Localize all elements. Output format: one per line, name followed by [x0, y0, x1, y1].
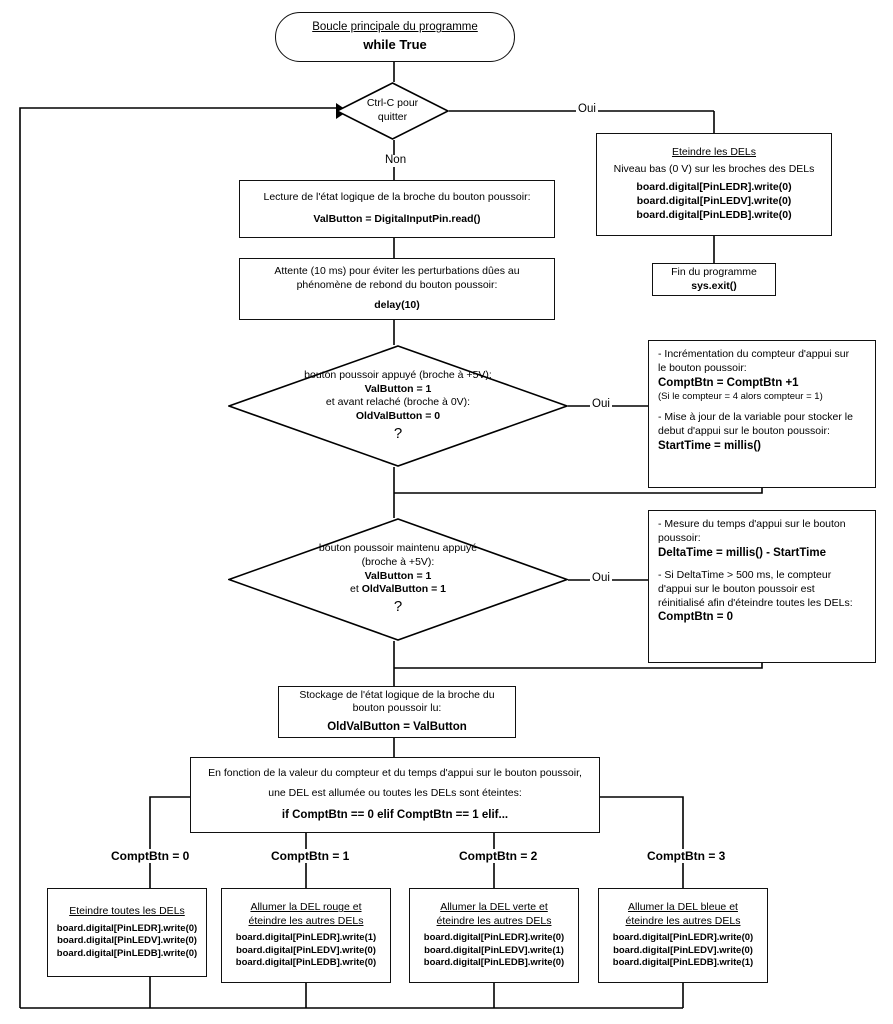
branch-label-comptbtn-3: ComptBtn = 3 — [644, 849, 729, 863]
node-decision-button-pressed[interactable]: bouton poussoir appuyé (broche à +5V): V… — [228, 345, 568, 467]
decision-pressed-code-1: ValButton = 1 — [364, 382, 432, 395]
decision-held-code-2: OldValButton = 1 — [361, 583, 446, 596]
measure-line-5: réinitialisé afin d'éteindre toutes les … — [658, 596, 853, 609]
branch-1-code-1: board.digital[PinLEDR].write(1) — [235, 932, 377, 944]
branch-0-code-2: board.digital[PinLEDV].write(0) — [57, 935, 197, 947]
branch-label-comptbtn-0: ComptBtn = 0 — [108, 849, 193, 863]
dispatch-line-1: En fonction de la valeur du compteur et … — [208, 766, 582, 779]
branch-3-code-1: board.digital[PinLEDR].write(0) — [612, 932, 754, 944]
node-end-program[interactable]: Fin du programme sys.exit() — [652, 263, 776, 296]
increment-line-1: - Incrémentation du compteur d'appui sur — [658, 348, 850, 360]
branch-3-title-line-2: éteindre les autres DELs — [625, 915, 741, 928]
decision-held-code-1: ValButton = 1 — [364, 569, 432, 582]
increment-code-1: ComptBtn = ComptBtn +1 — [658, 376, 799, 389]
branch-1-title-line-2: éteindre les autres DELs — [248, 915, 364, 928]
branch-2-code-1: board.digital[PinLEDR].write(0) — [423, 932, 565, 944]
branch-label-comptbtn-2: ComptBtn = 2 — [456, 849, 541, 863]
branch-1-code-2: board.digital[PinLEDV].write(0) — [236, 944, 376, 956]
node-increment-counter[interactable]: - Incrémentation du compteur d'appui sur… — [648, 340, 876, 488]
decision-held-question-mark: ? — [393, 598, 403, 616]
measure-line-3: - Si DeltaTime > 500 ms, le compteur — [658, 568, 832, 581]
ctrl-c-line2: quitter — [377, 111, 408, 123]
branch-2-code-3: board.digital[PinLEDB].write(0) — [423, 957, 565, 969]
edge-label-held-yes: Oui — [590, 572, 612, 585]
increment-line-3: - Mise à jour de la variable pour stocke… — [658, 411, 853, 424]
node-main-loop[interactable]: Boucle principale du programme while Tru… — [275, 12, 515, 62]
decision-held-line-3: et OldValButton = 1 — [350, 583, 446, 597]
branch-box-comptbtn-0[interactable]: Eteindre toutes les DELs board.digital[P… — [47, 888, 207, 977]
store-state-line-2: bouton poussoir lu: — [352, 702, 442, 715]
node-read-pin[interactable]: Lecture de l'état logique de la broche d… — [239, 180, 555, 238]
branch-3-code-2: board.digital[PinLEDV].write(0) — [613, 944, 753, 956]
node-dispatch[interactable]: En fonction de la valeur du compteur et … — [190, 757, 600, 833]
increment-line-4: debut d'appui sur le bouton poussoir: — [658, 425, 830, 438]
store-state-line-1: Stockage de l'état logique de la broche … — [299, 688, 495, 701]
branch-0-code-1: board.digital[PinLEDR].write(0) — [56, 922, 198, 934]
increment-code-2: StartTime = millis() — [658, 440, 762, 453]
branch-0-code-3: board.digital[PinLEDB].write(0) — [56, 947, 198, 959]
branch-0-title-line-1: Eteindre toutes les DELs — [69, 904, 185, 917]
node-debounce-delay[interactable]: Attente (10 ms) pour éviter les perturba… — [239, 258, 555, 320]
debounce-line-2: phénomène de rebond du bouton poussoir: — [296, 279, 498, 292]
branch-2-code-2: board.digital[PinLEDV].write(1) — [424, 944, 564, 956]
turn-off-leds-code-3: board.digital[PinLEDB].write(0) — [636, 208, 792, 221]
decision-pressed-code-2: OldValButton = 0 — [355, 409, 441, 422]
read-pin-code: ValButton = DigitalInputPin.read() — [313, 213, 481, 225]
node-decision-button-held[interactable]: bouton poussoir maintenu appuyé (broche … — [228, 518, 568, 641]
ctrl-c-diamond-shape — [336, 82, 449, 140]
ctrl-c-line1: Ctrl-C pour — [366, 97, 419, 110]
branch-2-title-line-1: Allumer la DEL verte et — [440, 901, 548, 914]
debounce-line-1: Attente (10 ms) pour éviter les perturba… — [274, 265, 520, 278]
decision-pressed-diamond-shape — [228, 345, 568, 467]
edge-label-pressed-yes: Oui — [590, 398, 612, 411]
read-pin-text: Lecture de l'état logique de la broche d… — [263, 191, 531, 204]
measure-line-2: poussoir: — [658, 531, 701, 544]
decision-held-line-1: bouton poussoir maintenu appuyé — [318, 542, 478, 555]
decision-held-diamond-shape — [228, 518, 568, 641]
branch-box-comptbtn-3[interactable]: Allumer la DEL bleue et éteindre les aut… — [598, 888, 768, 983]
branch-1-code-3: board.digital[PinLEDB].write(0) — [235, 957, 377, 969]
decision-held-line-3-prefix: et — [350, 583, 362, 596]
measure-code-1: DeltaTime = millis() - StartTime — [658, 546, 826, 559]
store-state-code: OldValButton = ValButton — [327, 721, 467, 734]
edge-label-ctrl-c-yes: Oui — [576, 103, 598, 116]
dispatch-line-2: une DEL est allumée ou toutes les DELs s… — [268, 787, 522, 800]
decision-pressed-question-mark: ? — [393, 424, 403, 442]
node-turn-off-leds[interactable]: Eteindre les DELs Niveau bas (0 V) sur l… — [596, 133, 832, 236]
branch-3-title-line-1: Allumer la DEL bleue et — [628, 901, 738, 914]
debounce-code: delay(10) — [374, 298, 420, 311]
node-measure-press-time[interactable]: - Mesure du temps d'appui sur le bouton … — [648, 510, 876, 663]
main-loop-title: Boucle principale du programme — [312, 21, 478, 34]
measure-line-4: d'appui sur le bouton poussoir est — [658, 582, 815, 595]
main-loop-code: while True — [363, 36, 427, 52]
branch-box-comptbtn-2[interactable]: Allumer la DEL verte et éteindre les aut… — [409, 888, 579, 983]
dispatch-code: if ComptBtn == 0 elif ComptBtn == 1 elif… — [281, 809, 509, 822]
edge-label-ctrl-c-no: Non — [383, 154, 409, 167]
node-store-state[interactable]: Stockage de l'état logique de la broche … — [278, 686, 516, 738]
end-program-code: sys.exit() — [691, 279, 737, 292]
node-ctrl-c-decision[interactable]: Ctrl-C pour quitter — [336, 82, 449, 140]
increment-note: (Si le compteur = 4 alors compteur = 1) — [658, 390, 823, 402]
turn-off-leds-code-1: board.digital[PinLEDR].write(0) — [636, 181, 792, 194]
decision-held-line-2: (broche à +5V): — [361, 556, 435, 569]
end-program-title: Fin du programme — [671, 265, 757, 278]
decision-pressed-line-1: bouton poussoir appuyé (broche à +5V): — [304, 368, 492, 381]
branch-1-title-line-1: Allumer la DEL rouge et — [250, 901, 362, 914]
turn-off-leds-subtitle: Niveau bas (0 V) sur les broches des DEL… — [613, 163, 815, 176]
branch-box-comptbtn-1[interactable]: Allumer la DEL rouge et éteindre les aut… — [221, 888, 391, 983]
branch-3-code-3: board.digital[PinLEDB].write(1) — [612, 957, 754, 969]
branch-label-comptbtn-1: ComptBtn = 1 — [268, 849, 353, 863]
branch-2-title-line-2: éteindre les autres DELs — [436, 915, 552, 928]
turn-off-leds-title: Eteindre les DELs — [671, 146, 757, 159]
turn-off-leds-code-2: board.digital[PinLEDV].write(0) — [636, 194, 792, 207]
decision-pressed-line-2: et avant relaché (broche à 0V): — [325, 396, 471, 409]
measure-code-2: ComptBtn = 0 — [658, 611, 734, 624]
increment-line-2: le bouton poussoir: — [658, 361, 747, 374]
measure-line-1: - Mesure du temps d'appui sur le bouton — [658, 518, 846, 530]
